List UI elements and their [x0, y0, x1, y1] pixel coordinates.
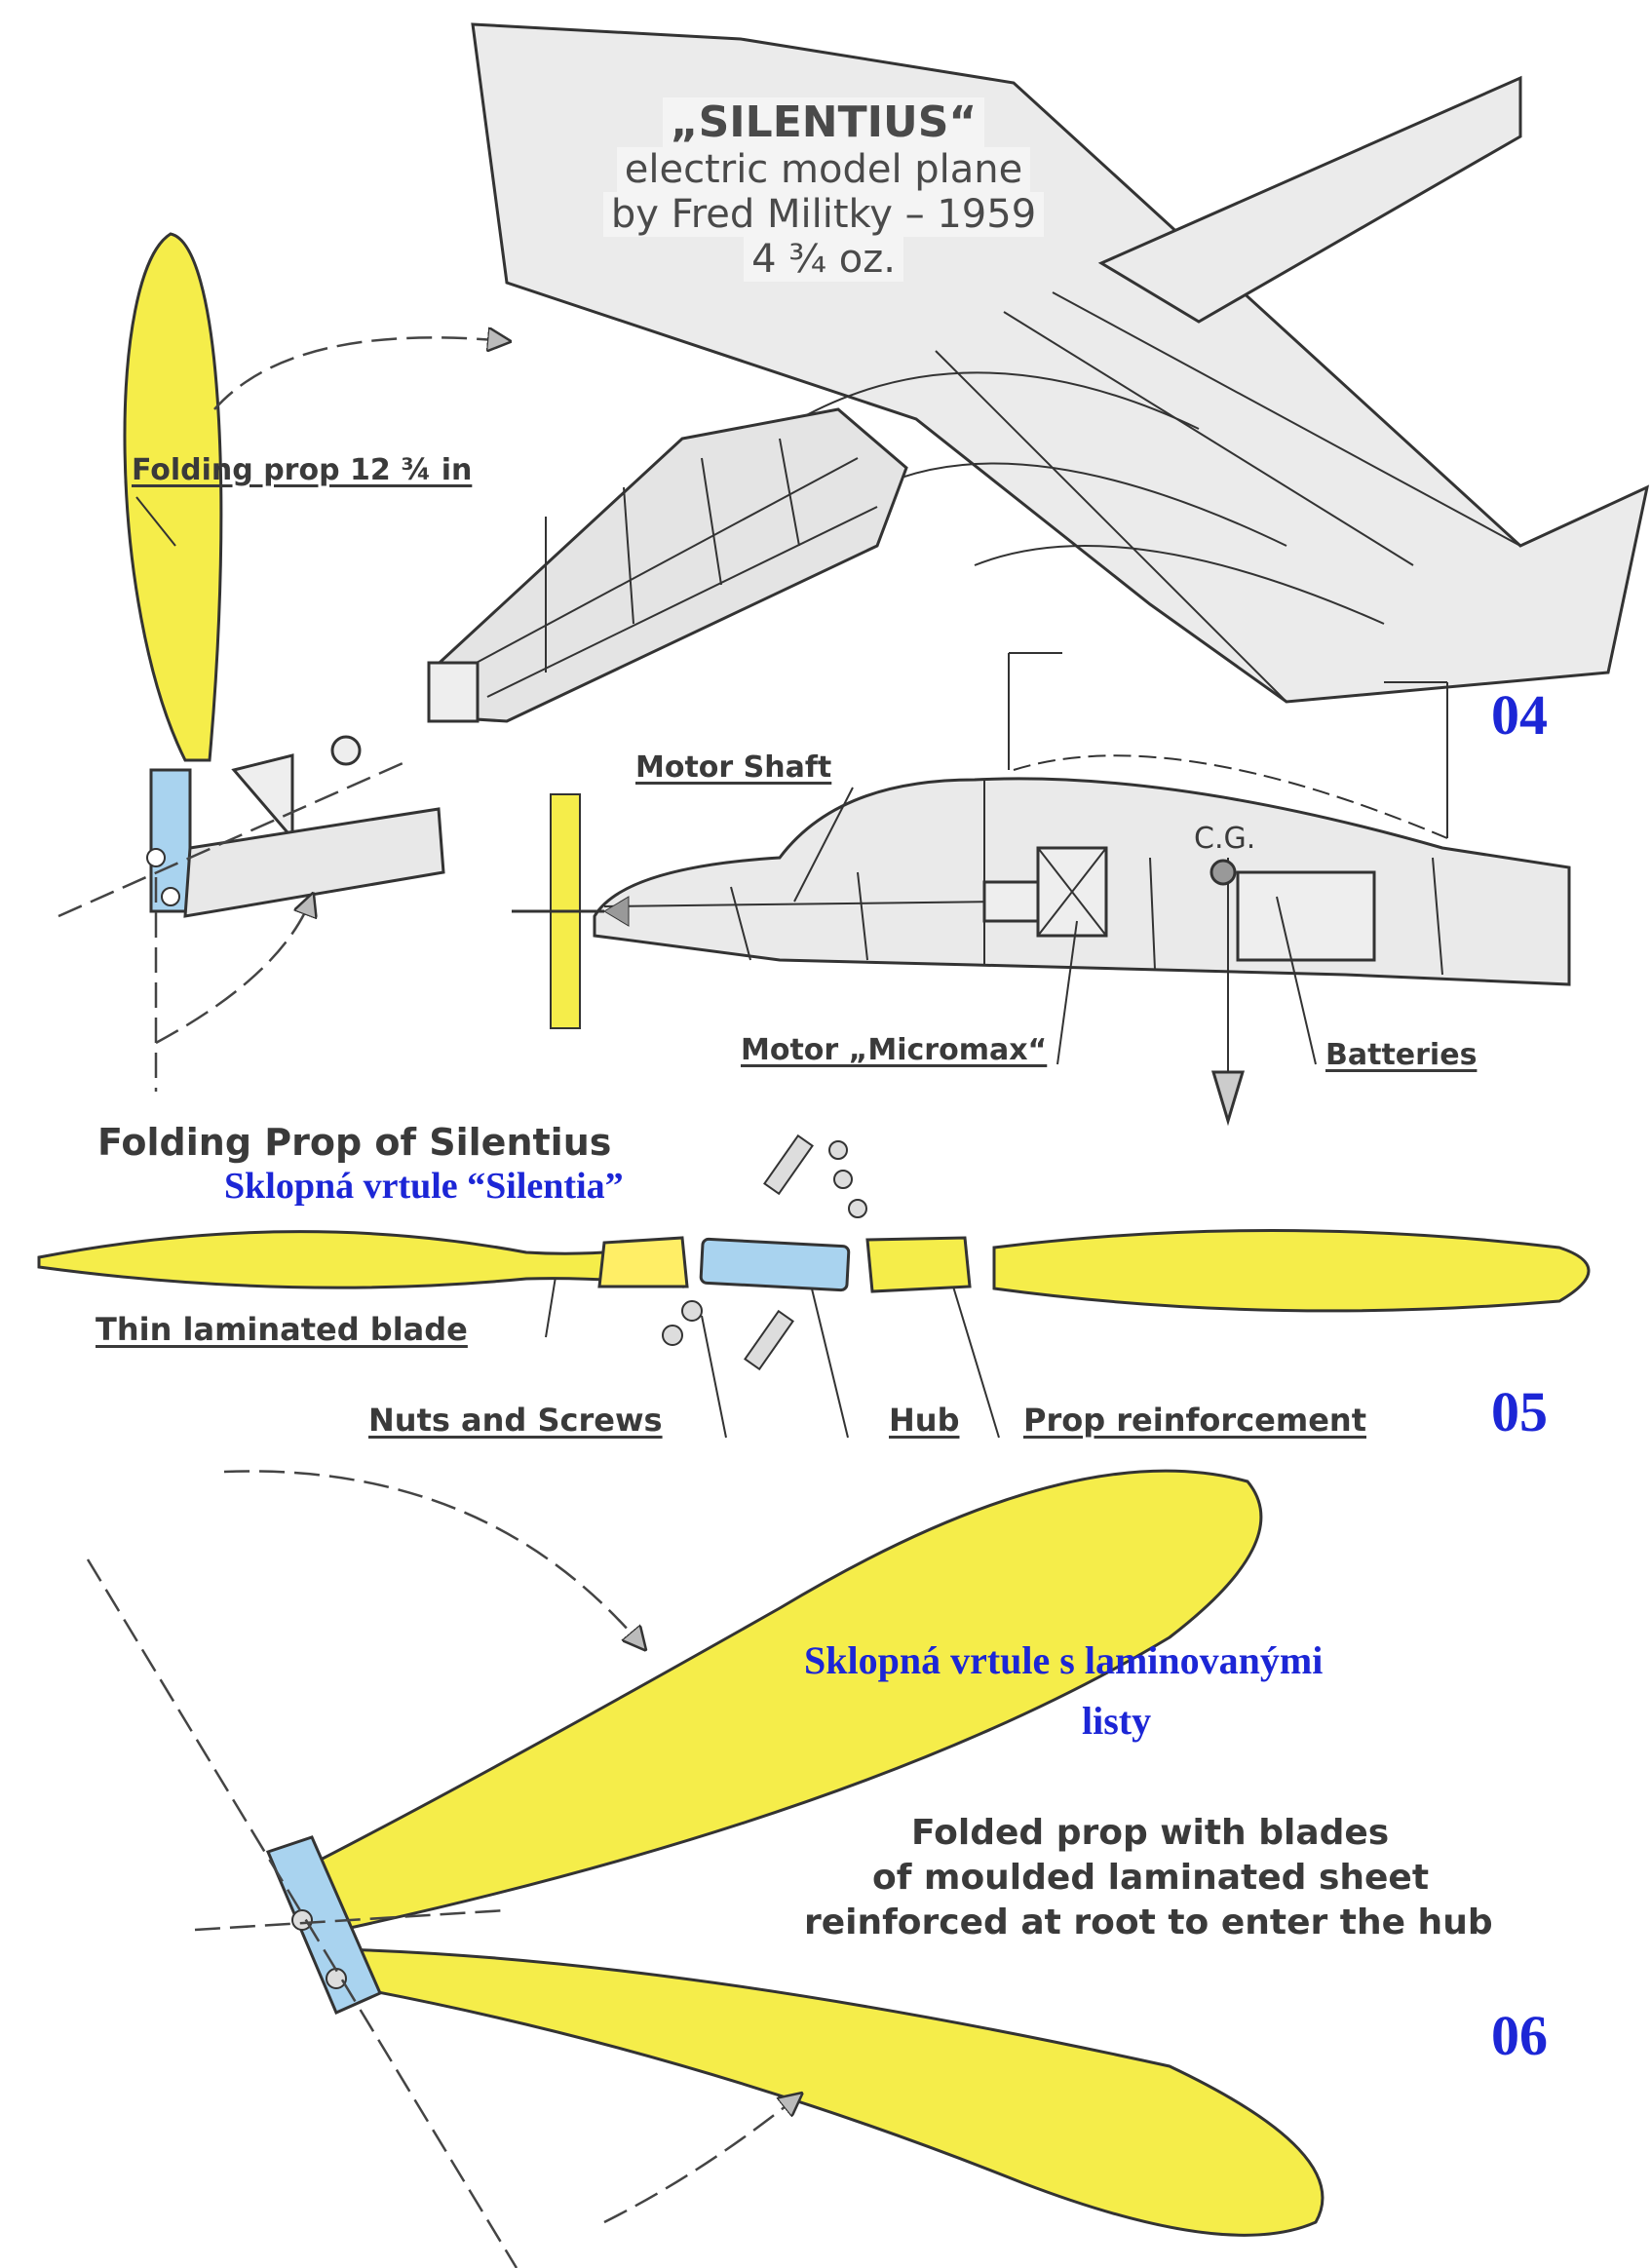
label-motor: Motor „Micromax“: [741, 1033, 1048, 1067]
title-line2: by Fred Militky – 1959: [602, 192, 1045, 237]
dimension-lines: [1008, 652, 1448, 839]
leader-lines: [135, 496, 1317, 1439]
folded-cz-line1: Sklopná vrtule s laminovanými: [804, 1638, 1324, 1682]
label-cg: C.G.: [1194, 822, 1256, 856]
figure-number-06: 06: [1491, 2004, 1548, 2067]
spinner-cone: [231, 735, 362, 843]
nuts-screws: [662, 1134, 867, 1371]
label-hub: Hub: [889, 1402, 960, 1439]
folded-caption-line1: Folded prop with blades: [911, 1813, 1390, 1853]
label-prop-reinforcement: Prop reinforcement: [1023, 1402, 1366, 1439]
label-thin-blade: Thin laminated blade: [96, 1311, 468, 1348]
section-title-cz: Sklopná vrtule “Silentia”: [224, 1166, 624, 1207]
fuselage-truss: [427, 407, 908, 723]
label-folding-prop: Folding prop 12 ¾ in: [132, 453, 473, 487]
title-block: „SILENTIUS“ electric model plane by Fred…: [575, 97, 1072, 282]
label-motor-shaft: Motor Shaft: [635, 750, 832, 785]
figure-number-04: 04: [1491, 683, 1548, 747]
folded-prop: [265, 1469, 1325, 2237]
side-fuselage: [593, 777, 1571, 1127]
title-line1: electric model plane: [616, 147, 1031, 192]
exploded-prop: [37, 1229, 1591, 1313]
folded-cz-line2: listy: [1082, 1699, 1152, 1743]
section-title: Folding Prop of Silentius: [97, 1121, 612, 1164]
label-batteries: Batteries: [1325, 1038, 1478, 1072]
title-line3: 4 ¾ oz.: [744, 237, 903, 282]
label-nuts-screws: Nuts and Screws: [368, 1402, 663, 1439]
folded-caption-line2: of moulded laminated sheet: [872, 1858, 1430, 1898]
folded-caption-line3: reinforced at root to enter the hub: [804, 1903, 1493, 1942]
folding-prop-blade-left: [123, 232, 445, 918]
rotation-arcs: [58, 337, 507, 1092]
side-prop: [512, 793, 630, 1029]
plane-name: „SILENTIUS“: [662, 97, 985, 147]
fold-arcs: [86, 1470, 799, 2268]
figure-number-05: 05: [1491, 1380, 1548, 1443]
